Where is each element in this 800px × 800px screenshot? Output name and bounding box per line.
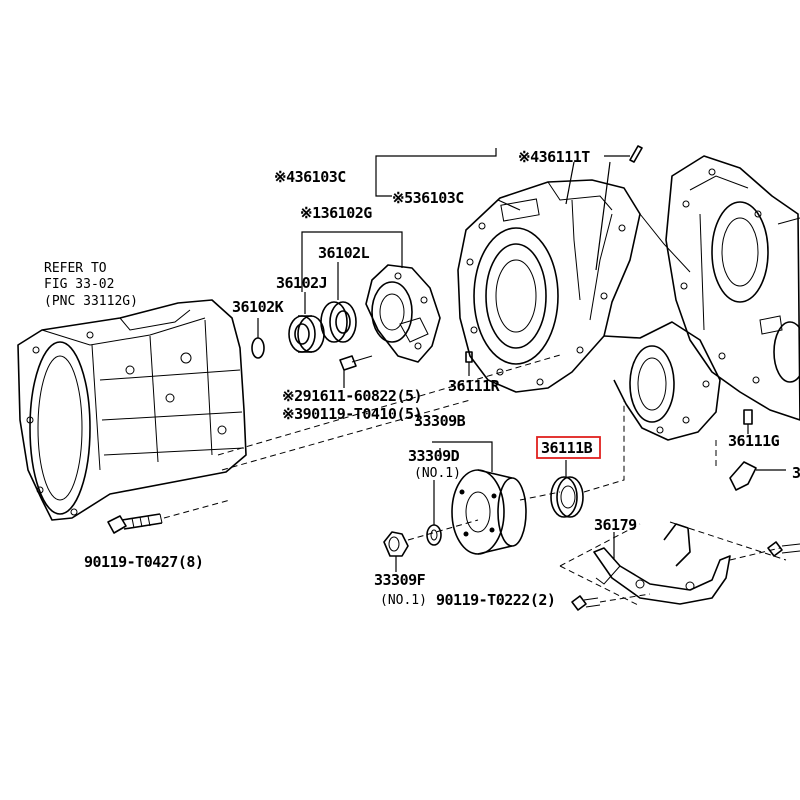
label-90119-t0410: ※390119-T0410(5)	[282, 405, 422, 423]
label-cut-3: 3	[792, 464, 800, 482]
highlight-box-36111b	[536, 436, 601, 459]
clip-bracket	[729, 461, 786, 491]
label-36102k: 36102K	[232, 298, 284, 316]
bolt-right	[767, 541, 800, 557]
transfer-cover	[665, 155, 800, 421]
plug-36111r	[465, 351, 473, 376]
refer-line-2: FIG 33-02	[44, 277, 114, 292]
extension-housing	[17, 299, 247, 521]
label-36102g: ※136102G	[300, 204, 372, 222]
labels: ※436103C ※436111T ※536103C ※136102G 3610…	[44, 148, 800, 609]
label-33309d-no: (NO.1)	[414, 466, 461, 481]
pin-36111g	[743, 409, 753, 434]
label-33309f-no: (NO.1)	[380, 593, 427, 608]
label-36111g: 36111G	[728, 432, 780, 450]
bolt-90119-t0222	[571, 593, 651, 611]
nut-33309f	[383, 531, 409, 572]
dowel-36111t	[595, 145, 643, 271]
label-33309b: 33309B	[414, 412, 466, 430]
label-36103c-a: ※436103C	[274, 168, 346, 186]
label-91611: ※291611-60822(5)	[282, 387, 422, 405]
label-36102l: 36102L	[318, 244, 370, 262]
oil-seal-36111b	[550, 400, 625, 518]
bearing-retainer	[365, 264, 441, 363]
label-36103c-b: ※536103C	[392, 189, 464, 207]
transfer-case	[457, 179, 721, 441]
flange-33309b	[432, 441, 527, 555]
label-90119-t0427: 90119-T0427(8)	[84, 553, 203, 571]
bearing-36102l	[320, 262, 357, 343]
washer-33309d	[426, 480, 442, 546]
refer-line-1: REFER TO	[44, 261, 107, 276]
label-33309f: 33309F	[374, 571, 426, 589]
label-36102j: 36102J	[276, 274, 327, 292]
refer-line-3: (PNC 33112G)	[44, 294, 138, 309]
label-36111b: 36111B	[541, 439, 593, 457]
bolt-91611	[339, 355, 373, 388]
label-90119-t0222: 90119-T0222(2)	[436, 591, 555, 609]
snap-ring-36102k	[251, 318, 265, 359]
skid-plate-36179	[559, 521, 787, 607]
label-36111t: ※436111T	[518, 148, 590, 166]
bearing-36102j	[288, 292, 325, 353]
bracket-36102g	[301, 231, 403, 292]
bracket-36103c	[375, 148, 497, 178]
label-36179: 36179	[594, 516, 637, 534]
label-36111r: 36111R	[448, 377, 501, 395]
bolt-90119-t0427	[107, 499, 231, 534]
label-33309d: 33309D	[408, 447, 460, 465]
